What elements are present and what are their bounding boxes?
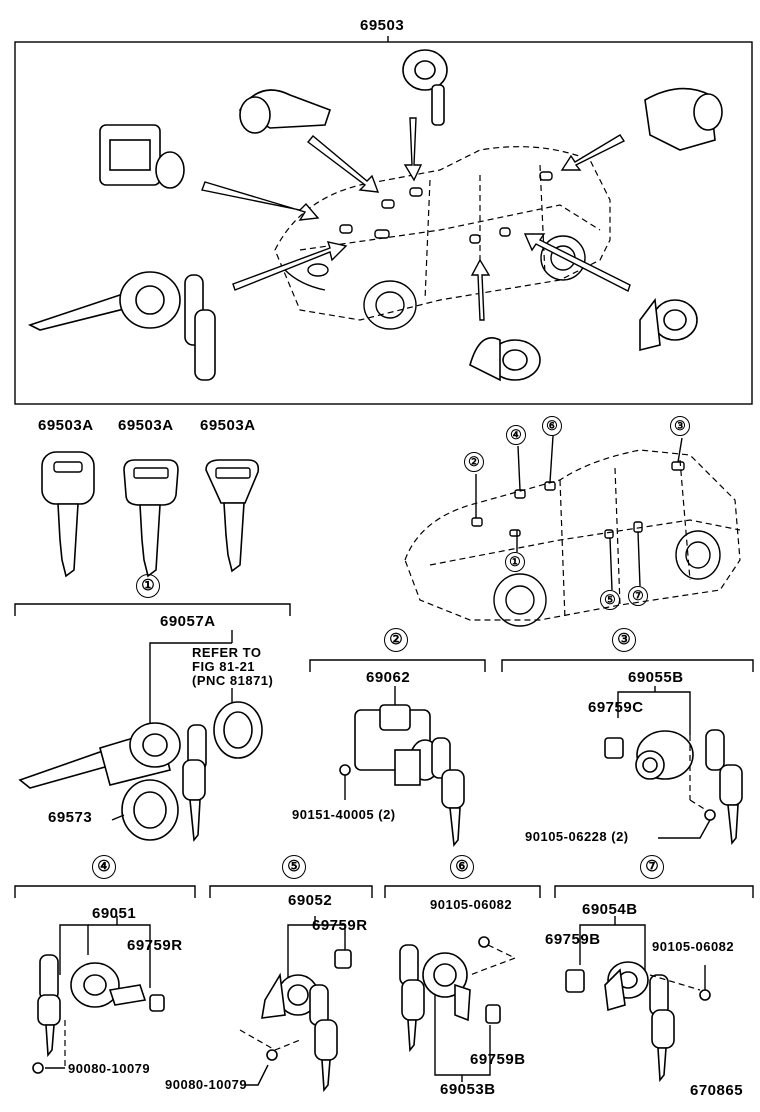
part-label-90105-06082-7: 90105-06082	[652, 939, 735, 954]
group5-bracket	[209, 885, 373, 898]
refer-line-1: REFER TO	[192, 645, 262, 660]
group4-parts	[32, 916, 165, 1074]
car-top-illustration	[274, 146, 611, 330]
refer-line-2: FIG 81-21	[192, 659, 256, 674]
key-label-2: 69503A	[118, 417, 174, 434]
part-label-69051: 69051	[92, 905, 137, 922]
car-marker-2: ②	[464, 452, 484, 472]
part-label-90105-06228: 90105-06228 (2)	[525, 829, 629, 844]
key-2	[123, 459, 179, 578]
part-label-69759B-7: 69759B	[545, 931, 601, 948]
figure-id: 670865	[690, 1082, 744, 1099]
key-label-1: 69503A	[38, 417, 94, 434]
group-marker-3: ③	[612, 628, 636, 652]
top-frame	[14, 41, 753, 405]
group6-bracket	[384, 885, 541, 898]
car-marker-3: ③	[670, 416, 690, 436]
part-label-69053B: 69053B	[440, 1081, 496, 1098]
group7-bracket	[554, 885, 754, 898]
group-marker-6: ⑥	[450, 855, 474, 879]
part-label-69062: 69062	[366, 669, 411, 686]
pointer-arrows	[201, 117, 631, 321]
part-label-69573: 69573	[48, 809, 93, 826]
group-marker-7: ⑦	[640, 855, 664, 879]
group2-bracket	[309, 659, 486, 672]
part-label-69759R-5: 69759R	[312, 917, 368, 934]
group4-bracket	[14, 885, 196, 898]
group-marker-4: ④	[92, 855, 116, 879]
group7-parts	[565, 916, 711, 1083]
car-marker-1: ①	[505, 552, 525, 572]
group3-bracket	[501, 659, 754, 672]
part-label-90105-06082-6: 90105-06082	[430, 897, 513, 912]
car-marker-5: ⑤	[600, 590, 620, 610]
part-label-90080-10079-4: 90080-10079	[68, 1061, 151, 1076]
part-label-69759B-6: 69759B	[470, 1051, 526, 1068]
group-marker-5: ⑤	[282, 855, 306, 879]
group1-parts	[18, 701, 263, 843]
part-label-69054B: 69054B	[582, 901, 638, 918]
part-label-69052: 69052	[288, 892, 333, 909]
part-label-69055B: 69055B	[628, 669, 684, 686]
key-1	[41, 451, 95, 578]
group5-parts	[239, 916, 352, 1093]
refer-line-3: (PNC 81871)	[192, 673, 274, 688]
key-label-3: 69503A	[200, 417, 256, 434]
part-label-69759R-4: 69759R	[127, 937, 183, 954]
group-marker-2: ②	[384, 628, 408, 652]
car-marker-6: ⑥	[542, 416, 562, 436]
group-marker-1: ①	[136, 574, 160, 598]
key-3	[205, 459, 260, 573]
car-marker-7: ⑦	[628, 586, 648, 606]
part-label-90151-40005: 90151-40005 (2)	[292, 807, 396, 822]
group2-parts	[339, 704, 465, 848]
car-marker-4: ④	[506, 425, 526, 445]
part-label-69057A: 69057A	[160, 613, 216, 630]
car-small-illustration	[404, 435, 741, 627]
part-label-90080-10079-5: 90080-10079	[165, 1077, 248, 1092]
group3-parts	[604, 729, 743, 846]
part-label-69503: 69503	[360, 17, 405, 34]
group6-parts	[399, 936, 517, 1082]
part-label-69759C: 69759C	[588, 699, 644, 716]
group1-bracket	[14, 603, 291, 616]
lock-cylinder-parts-top	[27, 49, 723, 382]
